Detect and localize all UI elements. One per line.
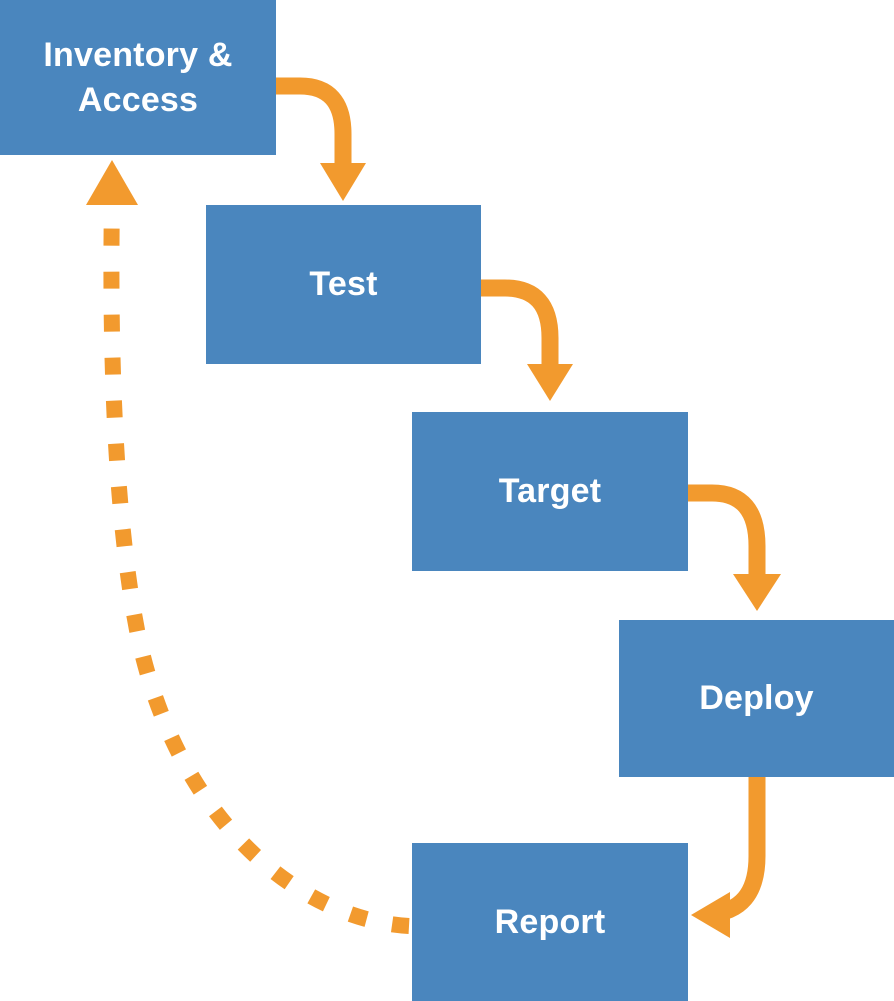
arrowhead-down-icon bbox=[733, 574, 781, 611]
node-test-label: Test bbox=[309, 265, 378, 304]
node-target[interactable]: Target bbox=[412, 412, 688, 571]
arrowhead-up-icon bbox=[86, 160, 138, 205]
arrowhead-down-icon bbox=[527, 364, 573, 401]
node-inventory-access-label: Inventory & Access bbox=[43, 35, 233, 119]
edge-target-to-deploy bbox=[688, 484, 781, 611]
arrowhead-down-icon bbox=[320, 163, 366, 201]
node-report-label: Report bbox=[494, 902, 606, 941]
node-target-label: Target bbox=[498, 472, 602, 511]
node-deploy-label: Deploy bbox=[699, 679, 814, 718]
edge-test-to-target bbox=[481, 279, 573, 401]
node-test[interactable]: Test bbox=[206, 205, 481, 364]
node-deploy[interactable]: Deploy bbox=[619, 620, 894, 777]
node-inventory-access[interactable]: Inventory & Access bbox=[0, 0, 276, 155]
edge-inventory-to-test bbox=[276, 77, 366, 201]
edge-deploy-to-report bbox=[691, 777, 766, 938]
arrowhead-left-icon bbox=[691, 892, 730, 938]
node-report[interactable]: Report bbox=[412, 843, 688, 1001]
